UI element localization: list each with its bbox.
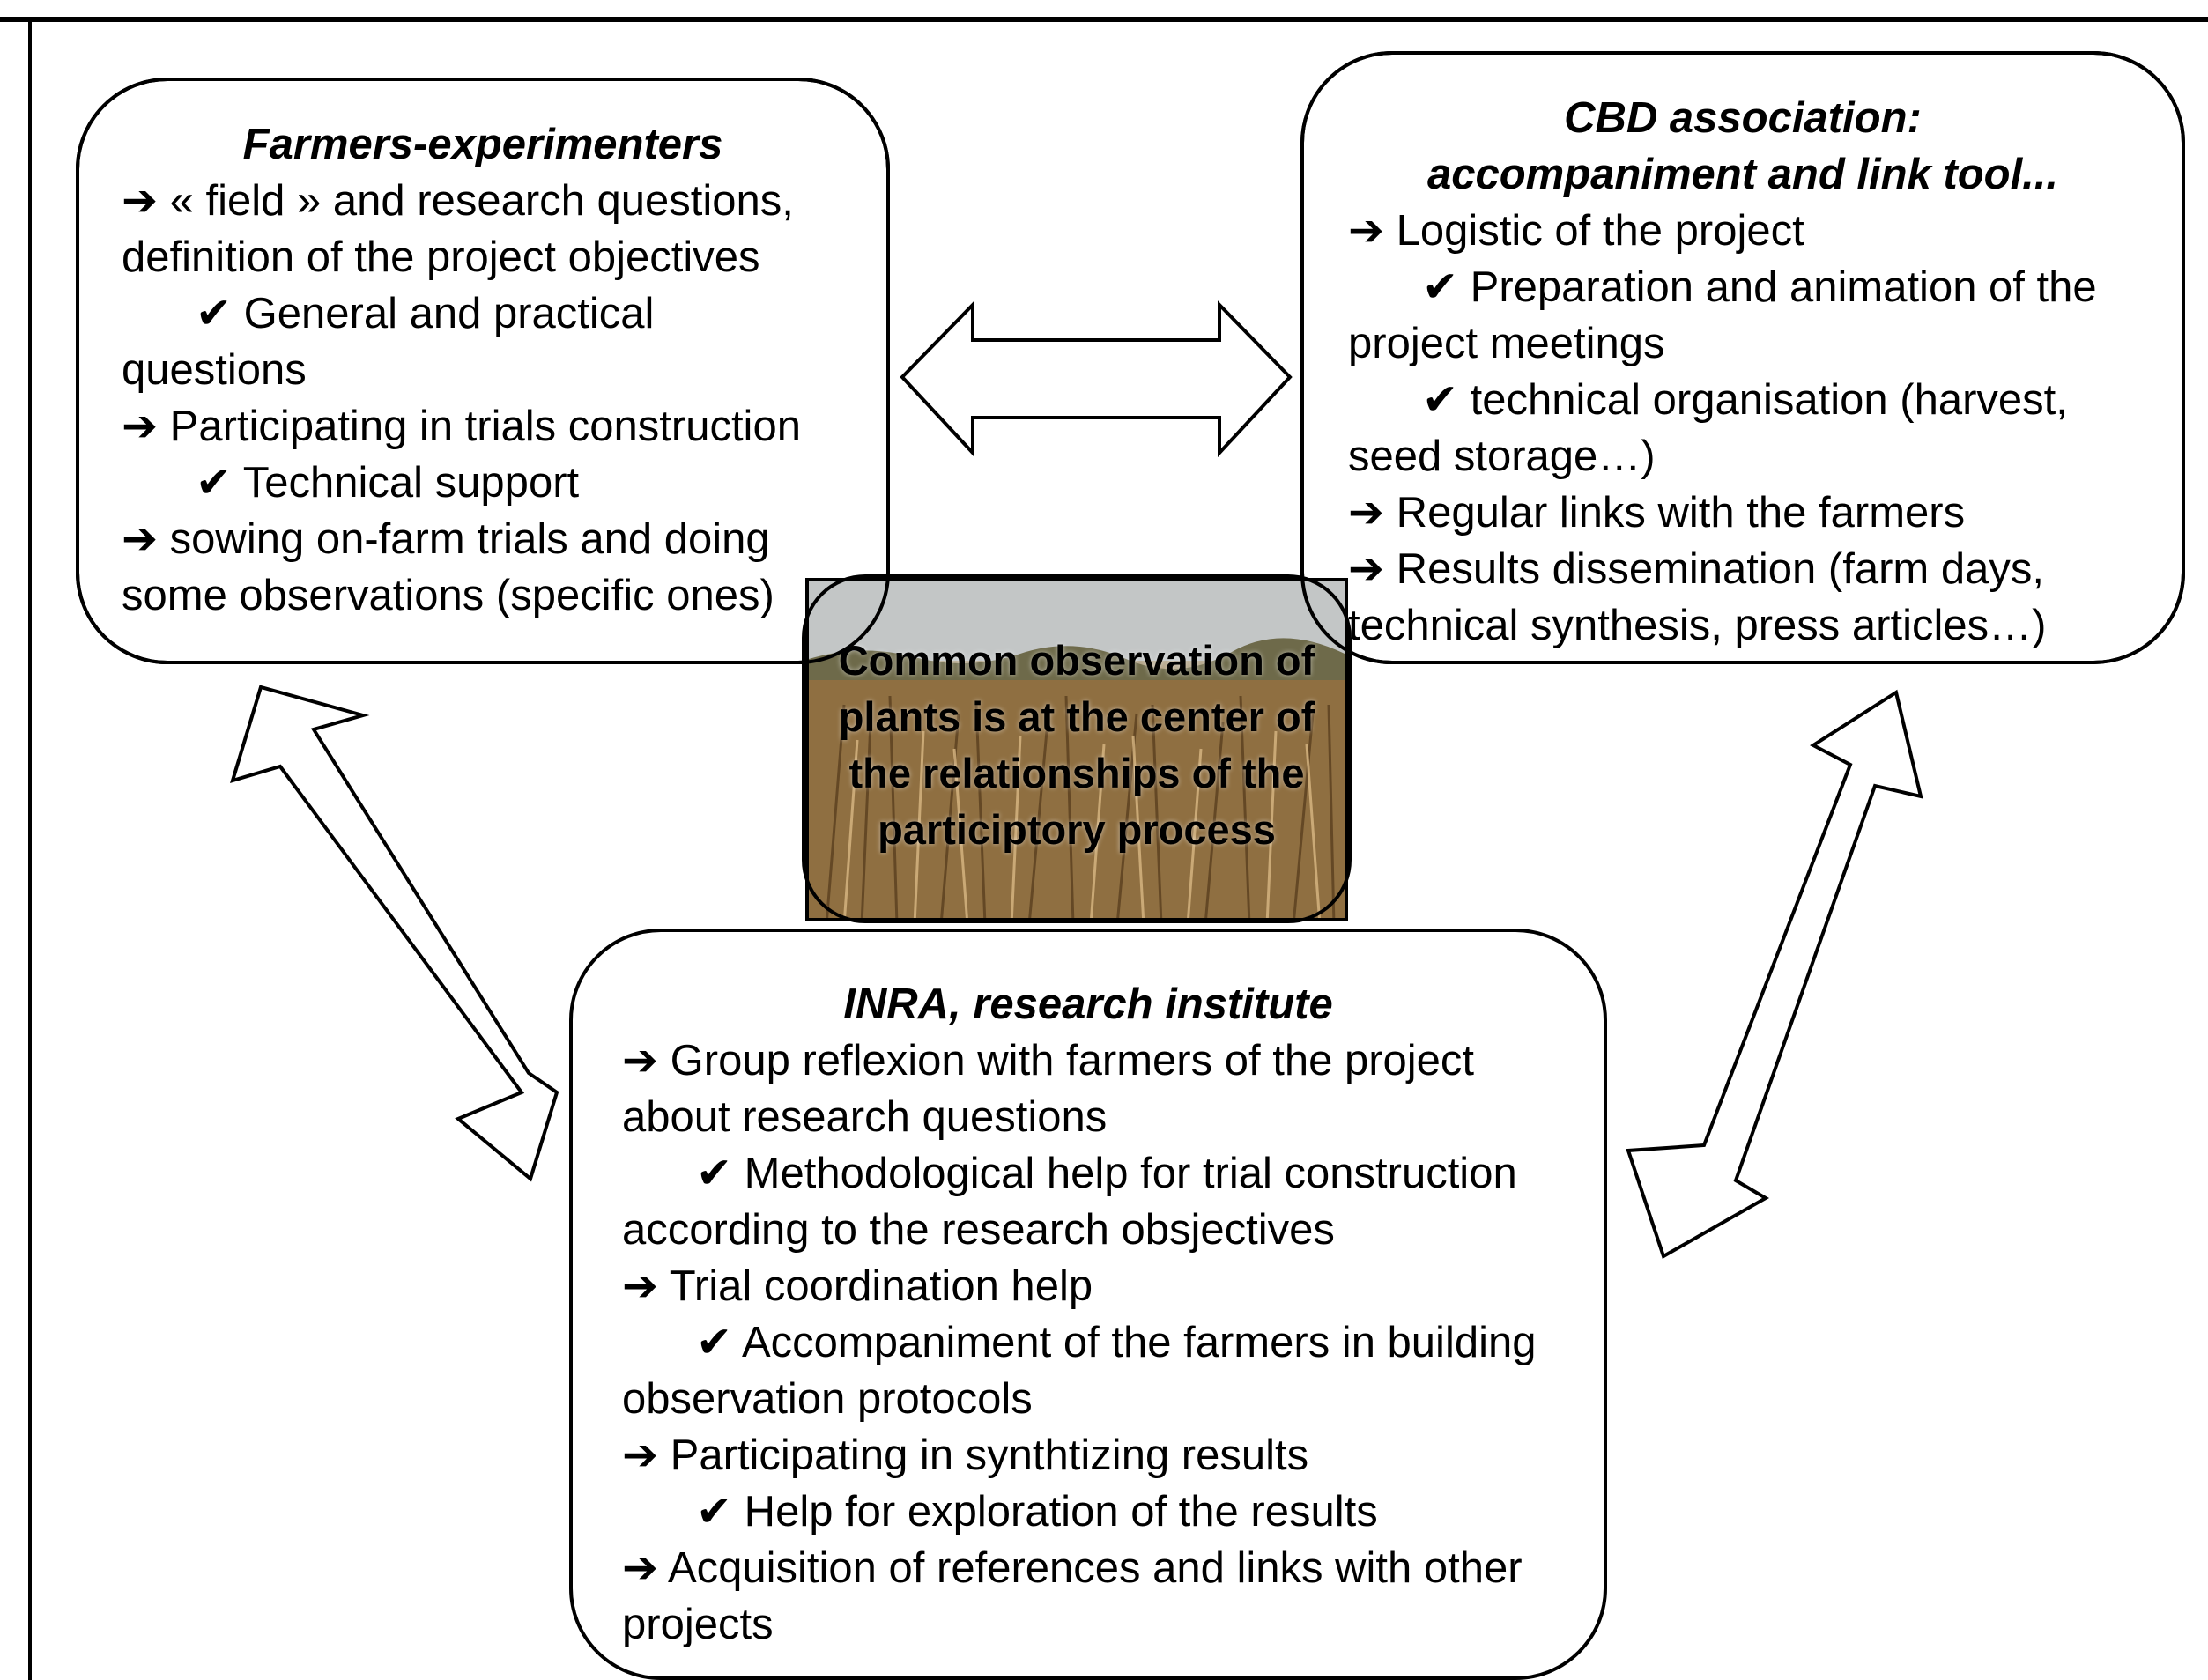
inra-line: ✔ Accompaniment of the farmers in buildi… xyxy=(622,1314,1536,1371)
arrow-right-icon: ➔ xyxy=(622,1432,659,1479)
inra-line: projects xyxy=(622,1596,1536,1653)
center-caption: Common observation of plants is at the c… xyxy=(838,637,1315,853)
cbd-title-line2: accompaniment and link tool... xyxy=(1426,151,2059,198)
check-icon: ✔ xyxy=(696,1319,733,1366)
inra-box xyxy=(569,929,1607,1680)
check-icon: ✔ xyxy=(196,290,233,337)
farmers-line-text: questions xyxy=(122,346,307,394)
cbd-line-text: project meetings xyxy=(1348,320,1665,367)
inra-line-text: Acquisition of references and links with… xyxy=(658,1544,1523,1592)
check-icon: ✔ xyxy=(196,459,233,507)
arrow-right-icon: ➔ xyxy=(122,515,159,563)
inra-line: ➔ Participating in synthtizing results xyxy=(622,1427,1536,1484)
inra-line: ➔ Trial coordination help xyxy=(622,1258,1536,1314)
arrow-right-icon: ➔ xyxy=(122,177,159,225)
cbd-line-text: Preparation and animation of the xyxy=(1458,263,2097,311)
arrow-right-icon: ➔ xyxy=(1348,545,1385,593)
check-icon: ✔ xyxy=(1422,376,1459,424)
inra-title: INRA, research institute xyxy=(843,981,1333,1028)
arrow-right-icon: ➔ xyxy=(622,1262,659,1310)
cbd-line-text: Regular links with the farmers xyxy=(1384,489,1966,537)
wheat-field-photo xyxy=(805,578,1348,921)
inra-line: observation protocols xyxy=(622,1371,1536,1427)
cbd-line: ✔ technical organisation (harvest, xyxy=(1348,372,2097,428)
wheat-field-image xyxy=(809,581,1345,918)
check-icon: ✔ xyxy=(1422,263,1459,311)
cbd-lines: ➔ Logistic of the project✔ Preparation a… xyxy=(1348,203,2097,654)
inra-lines: ➔ Group reflexion with farmers of the pr… xyxy=(622,1032,1536,1653)
inra-line: ✔ Help for exploration of the results xyxy=(622,1484,1536,1540)
cbd-line-text: Results dissemination (farm days, xyxy=(1384,545,2044,593)
cbd-line: project meetings xyxy=(1348,315,2097,372)
arrow-right-icon: ➔ xyxy=(122,403,159,450)
inra-line-text: Trial coordination help xyxy=(658,1262,1093,1310)
double-arrow-farmers-cbd xyxy=(900,300,1293,458)
farmers-line: ➔ sowing on-farm trials and doing xyxy=(122,511,801,567)
farmers-line: ➔ « field » and research questions, xyxy=(122,173,801,229)
cbd-line: ➔ Regular links with the farmers xyxy=(1348,485,2097,541)
check-icon: ✔ xyxy=(696,1150,733,1197)
arrow-right-icon: ➔ xyxy=(1348,489,1385,537)
double-arrow-cbd-inra xyxy=(1626,689,1923,1259)
farmers-line-text: General and practical xyxy=(232,290,655,337)
cbd-line-text: seed storage…) xyxy=(1348,433,1656,480)
arrow-right-icon: ➔ xyxy=(1348,207,1385,255)
arrow-right-icon: ➔ xyxy=(622,1037,659,1084)
cbd-line: seed storage…) xyxy=(1348,428,2097,485)
farmers-line-text: some observations (specific ones) xyxy=(122,572,774,619)
cbd-line-text: Logistic of the project xyxy=(1384,207,1804,255)
inra-line: according to the research obsjectives xyxy=(622,1202,1536,1258)
double-arrow-farmers-inra xyxy=(230,685,559,1182)
farmers-title: Farmers-experimenters xyxy=(242,121,723,168)
cbd-line-text: technical organisation (harvest, xyxy=(1458,376,2068,424)
inra-line-text: Methodological help for trial constructi… xyxy=(732,1150,1517,1197)
farmers-line-text: definition of the project objectives xyxy=(122,233,760,281)
farmers-line-text: « field » and research questions, xyxy=(158,177,794,225)
cbd-title-line1: CBD association: xyxy=(1564,94,1922,142)
cbd-box xyxy=(1300,51,2185,664)
inra-line: about research questions xyxy=(622,1089,1536,1145)
farmers-line-text: Technical support xyxy=(232,459,580,507)
farmers-line: definition of the project objectives xyxy=(122,229,801,285)
inra-line-text: Help for exploration of the results xyxy=(732,1488,1378,1536)
farmers-line: some observations (specific ones) xyxy=(122,567,801,624)
farmers-line: ✔ Technical support xyxy=(122,455,801,511)
inra-line-text: projects xyxy=(622,1601,774,1648)
check-icon: ✔ xyxy=(696,1488,733,1536)
inra-line-text: according to the research obsjectives xyxy=(622,1206,1335,1254)
inra-line-text: about research questions xyxy=(622,1093,1108,1141)
arrow-right-icon: ➔ xyxy=(622,1544,659,1592)
inra-line: ➔ Group reflexion with farmers of the pr… xyxy=(622,1032,1536,1089)
farmers-line-text: Participating in trials construction xyxy=(158,403,801,450)
inra-line-text: Participating in synthtizing results xyxy=(658,1432,1309,1479)
inra-line-text: observation protocols xyxy=(622,1375,1033,1423)
inra-line-text: Accompaniment of the farmers in building xyxy=(732,1319,1537,1366)
cbd-line: ✔ Preparation and animation of the xyxy=(1348,259,2097,315)
cbd-line: technical synthesis, press articles…) xyxy=(1348,597,2097,654)
farmers-line: questions xyxy=(122,342,801,398)
farmers-lines: ➔ « field » and research questions,defin… xyxy=(122,173,801,624)
farmers-line: ✔ General and practical xyxy=(122,285,801,342)
farmers-line: ➔ Participating in trials construction xyxy=(122,398,801,455)
cbd-line: ➔ Logistic of the project xyxy=(1348,203,2097,259)
inra-line-text: Group reflexion with farmers of the proj… xyxy=(658,1037,1475,1084)
inra-line: ✔ Methodological help for trial construc… xyxy=(622,1145,1536,1202)
inra-line: ➔ Acquisition of references and links wi… xyxy=(622,1540,1536,1596)
cbd-line: ➔ Results dissemination (farm days, xyxy=(1348,541,2097,597)
cbd-line-text: technical synthesis, press articles…) xyxy=(1348,602,2047,649)
farmers-line-text: sowing on-farm trials and doing xyxy=(158,515,770,563)
